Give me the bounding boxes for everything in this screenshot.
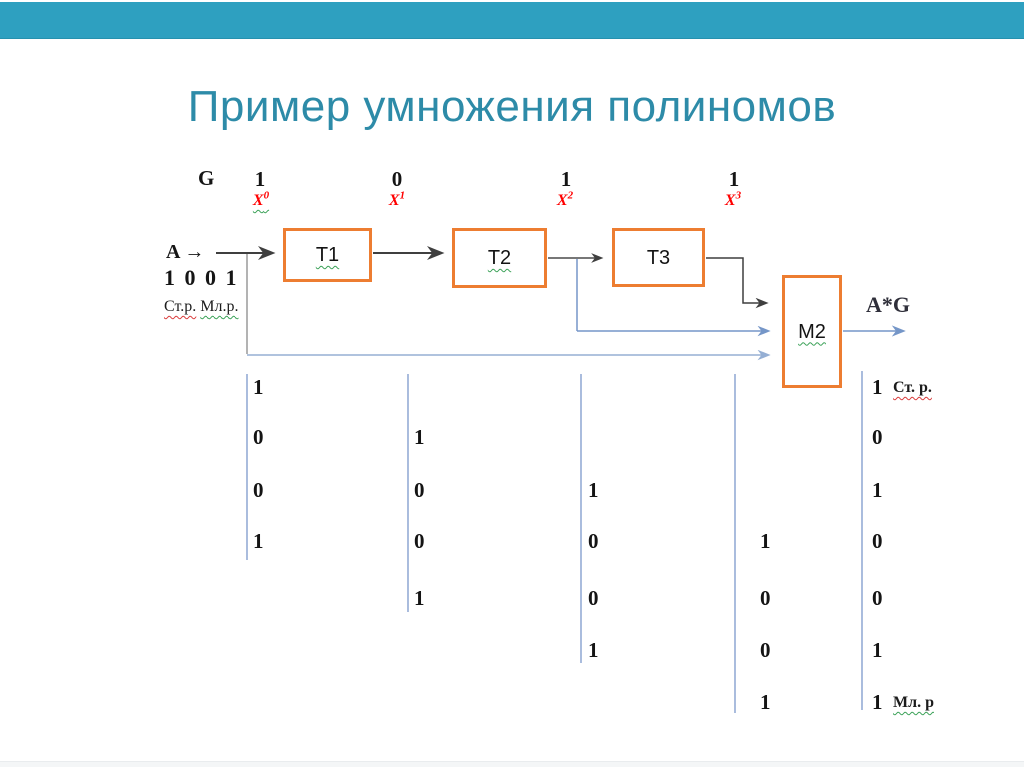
slide-top-accent-bar (0, 2, 1024, 39)
col1-bit: 0 (253, 425, 264, 449)
power-x1: X1 (388, 189, 406, 209)
g-bit-1: 0 (391, 167, 403, 191)
power-x0: X0 (252, 189, 270, 209)
register-t1-label: T1 (315, 244, 340, 266)
out-bit: 0 (872, 529, 883, 553)
adder-m2-label: M2 (798, 320, 826, 343)
col1-bit: 1 (253, 375, 264, 399)
out-bit: 1 (872, 478, 883, 502)
out-bit: 1 (872, 638, 883, 662)
out-bit: 0 (872, 425, 883, 449)
power-x2: X2 (556, 189, 574, 209)
col3-bit: 0 (588, 529, 599, 553)
input-a-label: A → (166, 241, 205, 263)
register-t1-box: T1 (283, 228, 372, 282)
power-x3: X3 (724, 189, 742, 209)
col4-bit: 1 (760, 690, 771, 714)
col2-bit: 1 (414, 586, 425, 610)
g-label: G (198, 166, 215, 190)
g-bit-0: 1 (254, 167, 266, 191)
col4-bit: 1 (760, 529, 771, 553)
col3-bit: 1 (588, 638, 599, 662)
col4-bit: 0 (760, 638, 771, 662)
out-lsb-suffix: Мл. р (893, 694, 934, 711)
out-bit: 1 (872, 375, 883, 399)
input-lsb-label: Мл.р. (200, 298, 239, 315)
out-bit: 1 (872, 690, 883, 714)
g-bit-2: 1 (560, 167, 572, 191)
out-bit: 0 (872, 586, 883, 610)
register-t2-label: T2 (487, 247, 512, 269)
input-a-bits: 1 0 0 1 (164, 265, 239, 290)
register-t3-label: T3 (646, 246, 671, 269)
g-bit-3: 1 (728, 167, 740, 191)
col1-bit: 1 (253, 529, 264, 553)
out-msb-suffix: Ст. р. (893, 379, 932, 396)
slide-bottom-strip (0, 761, 1024, 767)
register-t2-box: T2 (452, 228, 547, 288)
register-t3-box: T3 (612, 228, 705, 287)
adder-m2-box: M2 (782, 275, 842, 388)
slide-title: Пример умножения полиномов (187, 82, 837, 131)
col2-bit: 1 (414, 425, 425, 449)
col2-bit: 0 (414, 478, 425, 502)
col3-bit: 0 (588, 586, 599, 610)
col1-bit: 0 (253, 478, 264, 502)
col2-bit: 0 (414, 529, 425, 553)
col4-bit: 0 (760, 586, 771, 610)
input-register-order-label: Ст.р. Мл.р. (164, 299, 238, 315)
col3-bit: 1 (588, 478, 599, 502)
output-product-label: A*G (866, 292, 910, 317)
input-msb-label: Ст.р. (164, 298, 197, 315)
wire-t3-to-m2 (706, 257, 769, 309)
